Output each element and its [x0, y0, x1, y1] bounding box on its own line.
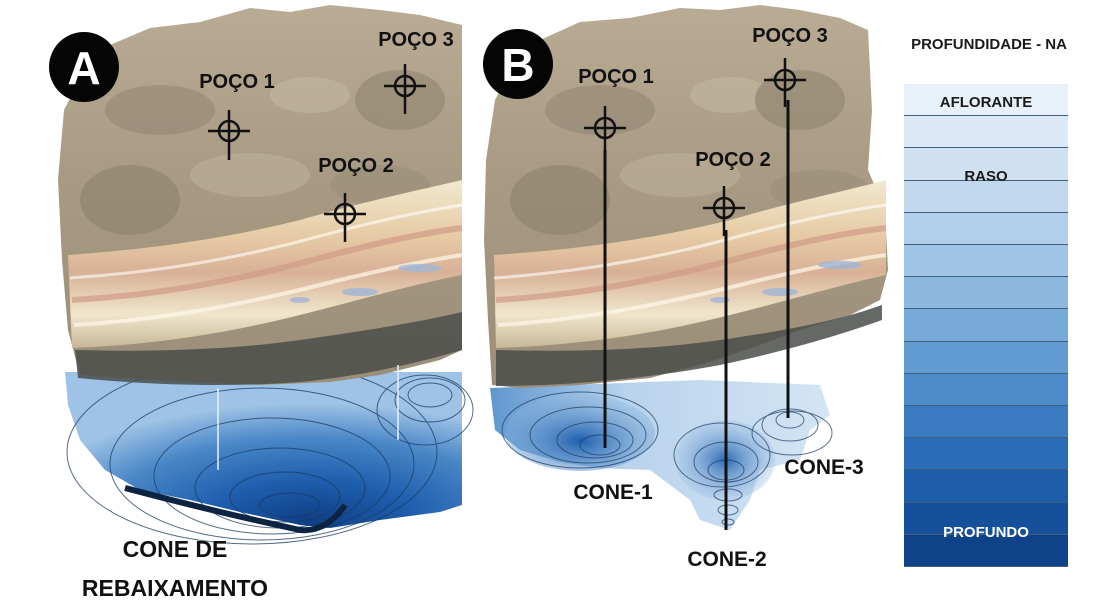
panel-b: B POÇO 1 POÇO 2 POÇO 3: [483, 5, 888, 571]
panel-a-letter: A: [67, 42, 100, 94]
panel-a-vegetation-edge: [75, 312, 462, 385]
well-marker-a3: POÇO 3: [378, 29, 454, 114]
legend-band: [904, 180, 1068, 213]
panel-b-badge: B: [483, 29, 553, 99]
cone-1-label: CONE-1: [573, 481, 653, 504]
legend-band: [904, 148, 1068, 181]
well-label-a1: POÇO 1: [199, 71, 275, 93]
legend-band: [904, 277, 1068, 310]
panel-a: A POÇO 1 POÇO 2 POÇO 3: [49, 5, 474, 601]
legend-band: [904, 341, 1068, 374]
panel-a-ponds: [290, 264, 442, 303]
legend-band: [904, 470, 1068, 503]
panel-b-letter: B: [501, 39, 534, 91]
legend-band: [904, 309, 1068, 342]
crosshair-icon: [324, 193, 366, 242]
crosshair-icon: [703, 186, 745, 236]
well-marker-b1: POÇO 1: [578, 66, 654, 448]
well-label-a3: POÇO 3: [378, 29, 454, 51]
depth-legend: [904, 84, 1068, 567]
legend-label-aflorante: AFLORANTE: [939, 94, 1033, 111]
legend-band: [904, 502, 1068, 535]
legend-label-raso: RASO: [964, 168, 1008, 185]
legend-band: [904, 245, 1068, 278]
crosshair-icon: [584, 106, 626, 155]
well-marker-a1: POÇO 1: [199, 71, 275, 160]
legend-label-profundo: PROFUNDO: [943, 524, 1029, 541]
legend-band: [904, 116, 1068, 149]
panel-a-mine-benches: [68, 180, 462, 348]
legend-band: [904, 212, 1068, 245]
panel-b-vegetation-edge: [496, 305, 882, 386]
panel-a-cone-label-line1: CONE DE: [123, 536, 228, 562]
panel-a-cone-rim: [124, 485, 348, 534]
well-marker-b3: POÇO 3: [752, 25, 828, 418]
crosshair-icon: [384, 64, 426, 114]
legend-band: [904, 534, 1068, 567]
crosshair-icon: [764, 58, 806, 107]
panel-a-cone-label-line2: REBAIXAMENTO: [82, 575, 268, 601]
legend-band: [904, 84, 1068, 117]
well-label-b3: POÇO 3: [752, 25, 828, 47]
cone-2-label: CONE-2: [687, 548, 766, 571]
legend-title: PROFUNDIDADE - NA: [911, 36, 1067, 53]
well-label-a2: POÇO 2: [318, 155, 394, 177]
legend-band: [904, 406, 1068, 439]
well-label-b1: POÇO 1: [578, 66, 654, 88]
legend-band: [904, 438, 1068, 471]
legend-band: [904, 373, 1068, 406]
crosshair-icon: [208, 110, 250, 160]
panel-b-terrain-texture: [510, 70, 870, 235]
panel-a-badge: A: [49, 32, 119, 102]
well-marker-b2: POÇO 2: [695, 149, 771, 530]
well-label-b2: POÇO 2: [695, 149, 771, 171]
cone-3-label: CONE-3: [784, 456, 863, 479]
cone-3-contours: [751, 408, 833, 456]
panel-a-water-table: [65, 372, 462, 528]
cone-1-contours: [501, 391, 659, 471]
well-marker-a2: POÇO 2: [318, 155, 394, 242]
